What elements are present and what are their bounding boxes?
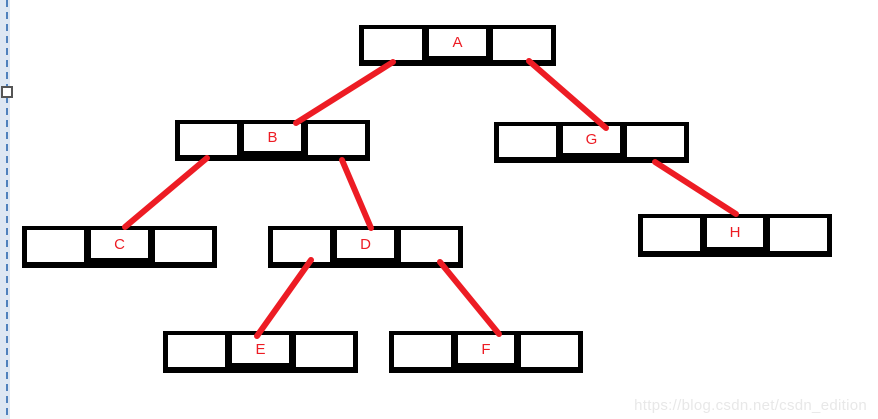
selection-left-strip: [0, 0, 13, 419]
data-cell: B: [244, 124, 301, 151]
node-label: A: [452, 34, 463, 51]
node-label: D: [360, 235, 371, 253]
data-cell: D: [337, 230, 394, 258]
right-pointer-cell: [770, 218, 828, 251]
right-pointer-cell: [627, 126, 684, 157]
tree-node-H: H: [638, 214, 832, 257]
left-pointer-cell: [27, 230, 84, 262]
data-cell: G: [563, 126, 620, 153]
data-cell: A: [428, 29, 487, 56]
tree-node-C: C: [22, 226, 217, 268]
edge-B-D: [339, 157, 374, 231]
left-pointer-cell: [499, 126, 556, 157]
left-pointer-cell: [273, 230, 330, 262]
left-pointer-cell: [364, 29, 422, 60]
left-pointer-cell: [394, 335, 451, 367]
data-cell: H: [706, 218, 764, 247]
right-pointer-cell: [296, 335, 353, 367]
node-label: C: [114, 235, 125, 253]
tree-node-G: G: [494, 122, 689, 163]
tree-node-D: D: [268, 226, 463, 268]
edge-G-H: [652, 159, 739, 217]
edge-A-B: [293, 59, 396, 126]
edge-A-G: [526, 58, 609, 131]
node-label: H: [729, 224, 741, 241]
right-pointer-cell: [521, 335, 579, 367]
node-label: E: [255, 340, 266, 358]
right-pointer-cell: [401, 230, 458, 262]
data-cell: F: [457, 335, 515, 363]
right-pointer-cell: [155, 230, 212, 262]
node-label: F: [481, 340, 491, 358]
left-pointer-cell: [168, 335, 225, 367]
data-cell: C: [91, 230, 148, 258]
tree-node-E: E: [163, 331, 358, 373]
node-label: G: [585, 131, 598, 148]
left-pointer-cell: [180, 124, 237, 155]
selection-dashed-border: [6, 0, 8, 419]
left-pointer-cell: [643, 218, 700, 251]
resize-handle[interactable]: [1, 86, 13, 98]
edge-D-F: [437, 259, 502, 337]
tree-node-B: B: [175, 120, 370, 161]
data-cell: E: [232, 335, 289, 363]
tree-node-F: F: [389, 331, 583, 373]
watermark-url: https://blog.csdn.net/csdn_edition: [634, 397, 867, 414]
edge-D-E: [254, 257, 314, 339]
right-pointer-cell: [493, 29, 552, 60]
right-pointer-cell: [308, 124, 365, 155]
node-label: B: [267, 129, 278, 146]
tree-node-A: A: [359, 25, 556, 66]
edge-B-C: [122, 155, 210, 230]
